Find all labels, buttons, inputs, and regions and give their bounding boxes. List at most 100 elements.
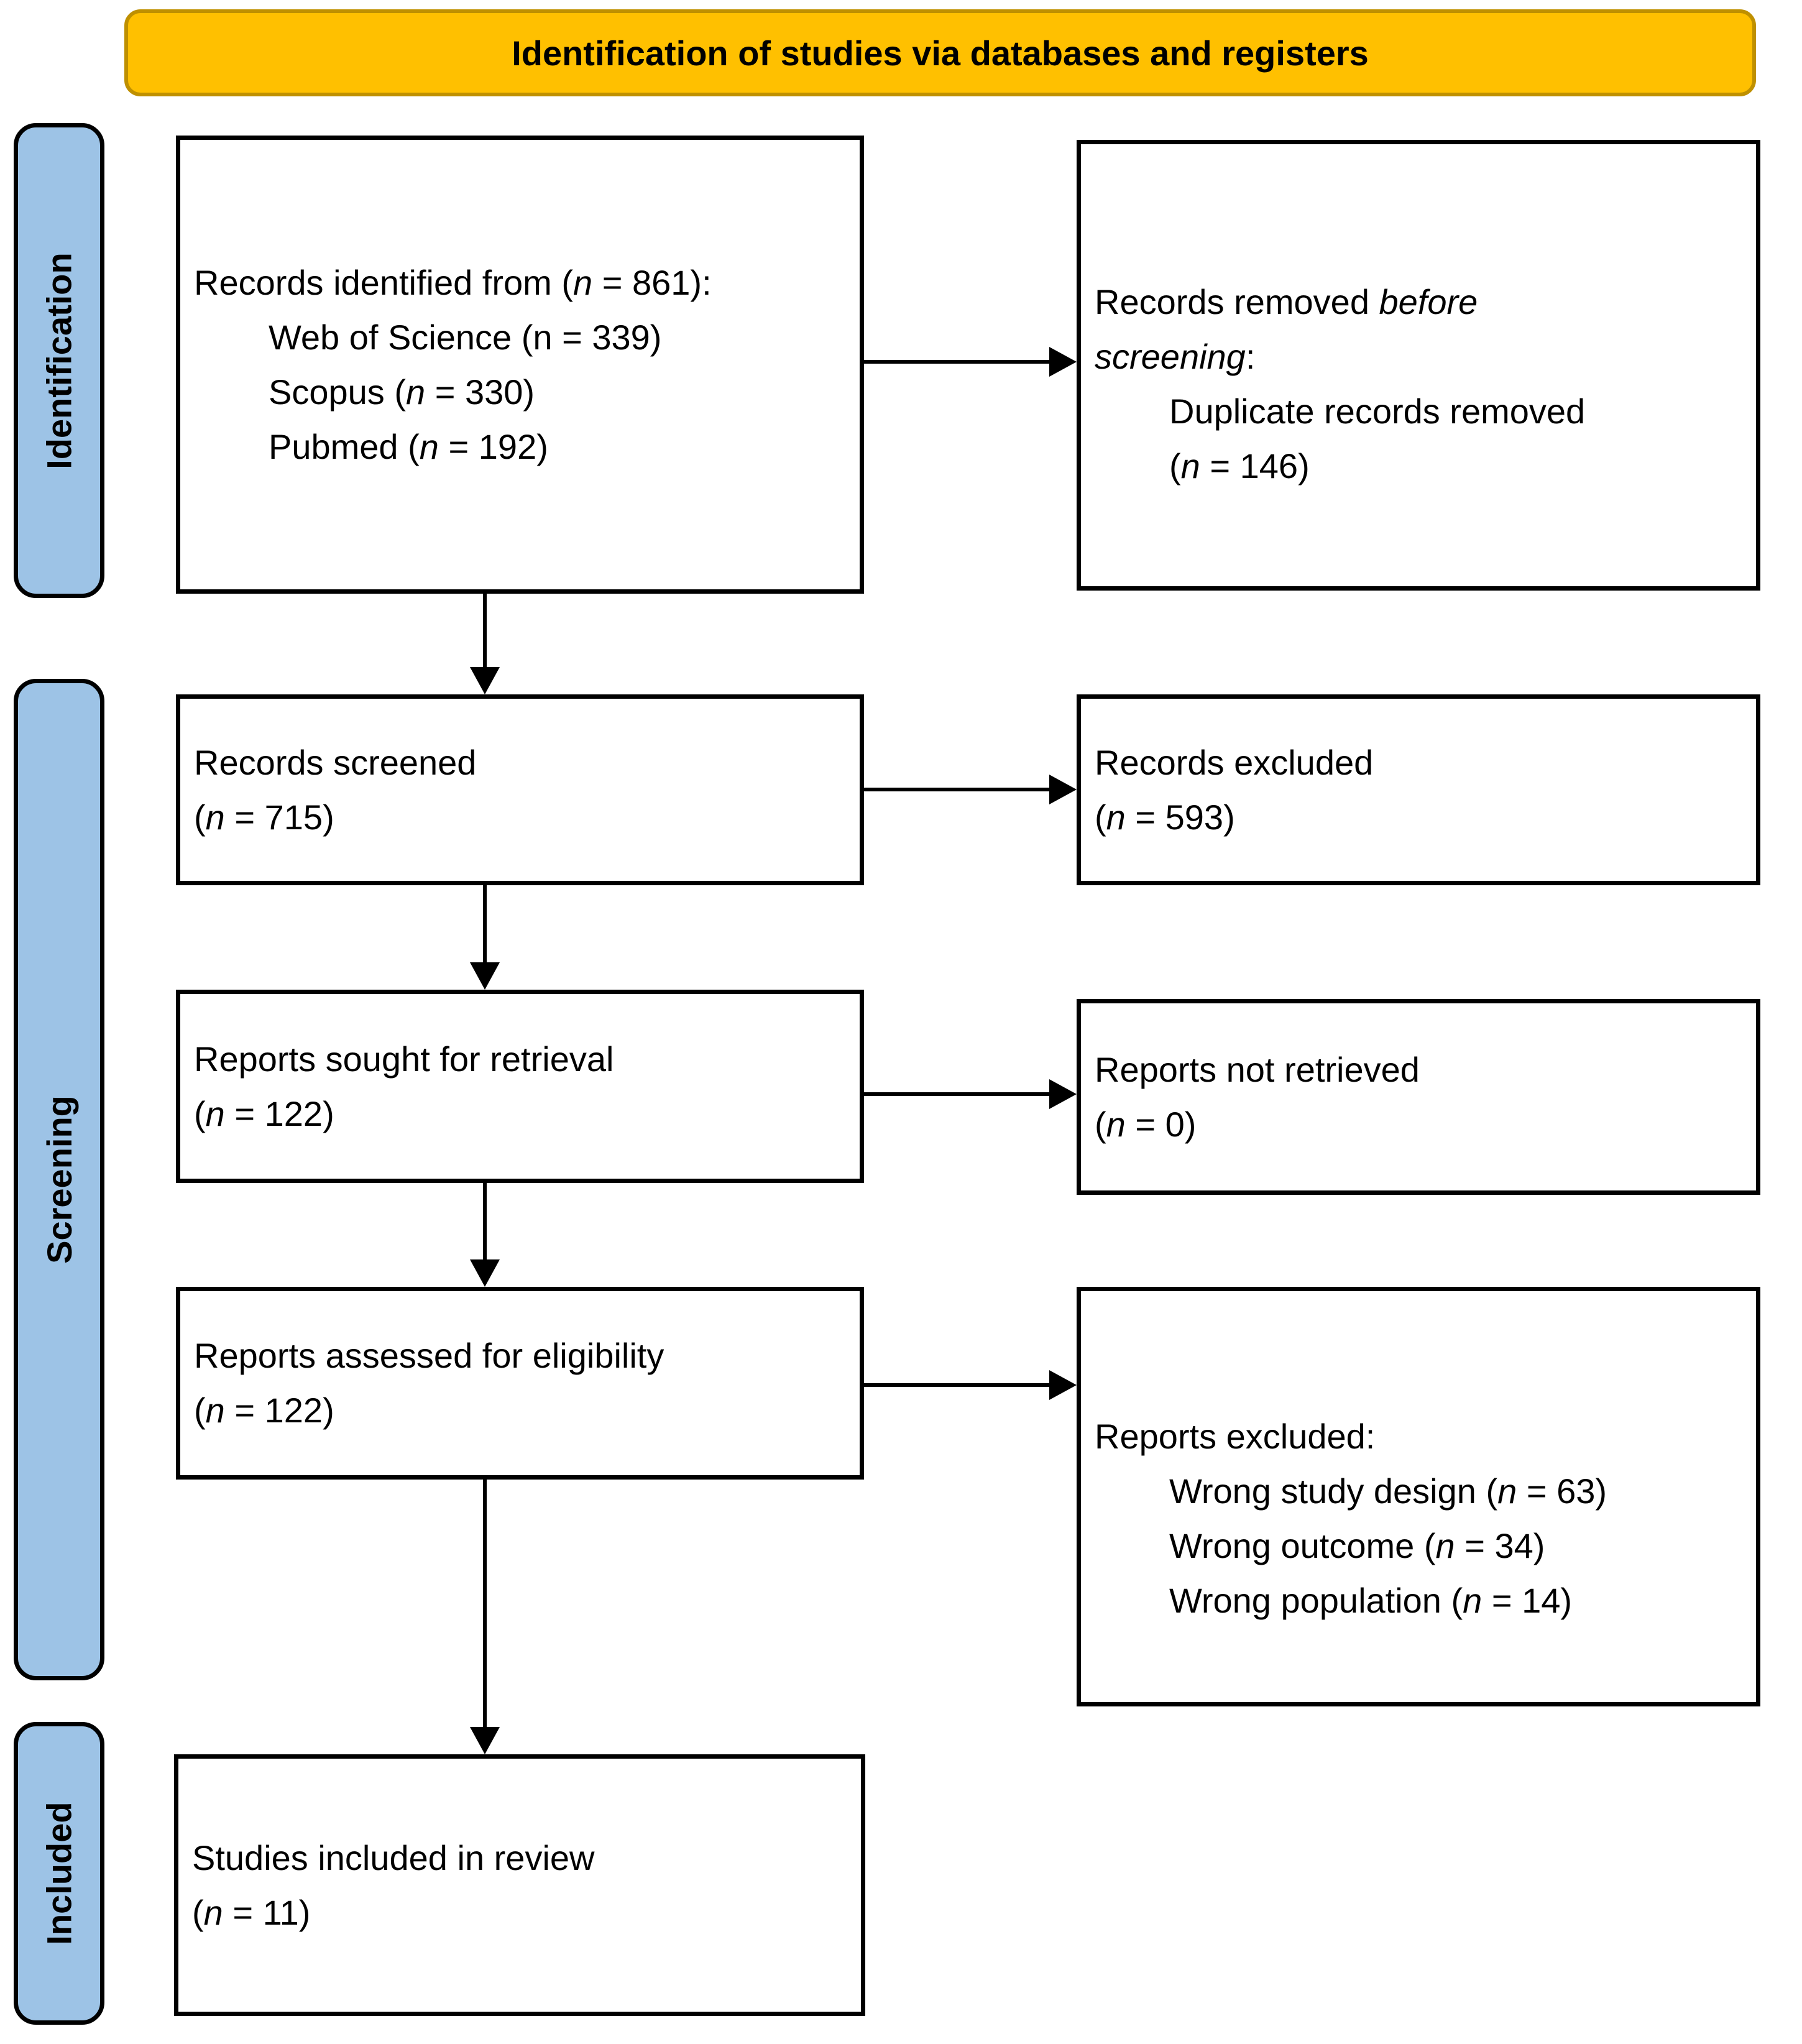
text-segment: n: [406, 372, 426, 412]
text-line: Reports excluded:: [1095, 1409, 1744, 1464]
text-line: Web of Science (n = 339): [194, 310, 847, 365]
text-line: (n = 715): [194, 790, 847, 845]
arrow-head-icon: [1049, 1079, 1077, 1109]
text-segment: = 63): [1517, 1471, 1607, 1511]
text-segment: = 192): [438, 426, 548, 466]
text-segment: (: [1095, 1104, 1106, 1144]
text-segment: = 14): [1482, 1580, 1573, 1620]
text-segment: :: [1245, 336, 1256, 376]
box-records-excluded: Records excluded (n = 593): [1077, 694, 1760, 885]
arrow-shaft: [483, 594, 487, 670]
text-segment: n: [573, 262, 593, 302]
text-segment: (: [194, 797, 206, 837]
box-reports-not-retrieved: Reports not retrieved (n = 0): [1077, 999, 1760, 1195]
box-reports-assessed-for-eligibility: Reports assessed for eligibility (n = 12…: [176, 1287, 864, 1480]
text-segment: screening: [1095, 336, 1246, 376]
box-reports-sought-for-retrieval: Reports sought for retrieval (n = 122): [176, 990, 864, 1183]
sidebar-stage-screening-label: Screening: [39, 1095, 79, 1264]
text-line: Wrong study design (n = 63): [1095, 1464, 1744, 1519]
arrow-identified-to-screened: [470, 594, 500, 694]
arrow-head-icon: [470, 667, 500, 694]
sidebar-stage-included: Included: [14, 1722, 104, 2025]
text-segment: = 715): [224, 797, 334, 837]
arrow-shaft: [864, 360, 1052, 364]
text-segment: = 122): [224, 1093, 334, 1133]
text-segment: Reports assessed for eligibility: [194, 1336, 664, 1375]
text-segment: Wrong study design (: [1169, 1471, 1498, 1511]
text-segment: Wrong population (: [1169, 1580, 1463, 1620]
box-reports-excluded: Reports excluded: Wrong study design (n …: [1077, 1287, 1760, 1706]
text-segment: Scopus (: [269, 372, 406, 412]
text-line: (n = 0): [1095, 1097, 1744, 1152]
text-segment: = 861):: [592, 262, 712, 302]
text-segment: n: [419, 426, 439, 466]
arrow-shaft: [864, 1383, 1052, 1387]
text-segment: = 330): [425, 372, 535, 412]
text-segment: = 146): [1200, 446, 1310, 486]
text-segment: n: [1106, 1104, 1126, 1144]
text-segment: = 593): [1125, 797, 1235, 837]
text-segment: = 34): [1455, 1526, 1545, 1565]
text-segment: (: [194, 1391, 206, 1430]
text-segment: = 122): [224, 1391, 334, 1430]
text-segment: n: [203, 1892, 223, 1932]
text-segment: Records excluded: [1095, 742, 1374, 782]
text-segment: Studies included in review: [192, 1838, 595, 1877]
arrow-head-icon: [1049, 1370, 1077, 1400]
text-line: Records identified from (n = 861):: [194, 255, 847, 310]
text-line: screening:: [1095, 329, 1744, 384]
text-line: (n = 593): [1095, 790, 1744, 845]
text-segment: Reports sought for retrieval: [194, 1039, 614, 1079]
sidebar-stage-identification-label: Identification: [39, 252, 79, 469]
text-segment: (: [192, 1892, 204, 1932]
text-segment: before: [1379, 282, 1478, 321]
box-studies-included-in-review: Studies included in review (n = 11): [174, 1754, 865, 2016]
text-segment: (: [194, 1093, 206, 1133]
text-segment: n: [205, 1093, 225, 1133]
text-segment: n: [205, 797, 225, 837]
text-line: Reports not retrieved: [1095, 1043, 1744, 1097]
arrow-head-icon: [470, 1259, 500, 1287]
text-line: Studies included in review: [192, 1831, 848, 1885]
arrow-assessed-to-reports-excluded: [864, 1370, 1077, 1400]
text-line: Records excluded: [1095, 735, 1744, 790]
arrow-head-icon: [470, 962, 500, 990]
text-segment: n: [1180, 446, 1200, 486]
text-line: Reports sought for retrieval: [194, 1032, 847, 1087]
arrow-assessed-to-included: [470, 1480, 500, 1754]
text-line: Scopus (n = 330): [194, 365, 847, 420]
text-segment: Reports not retrieved: [1095, 1049, 1420, 1089]
text-line: Wrong population (n = 14): [1095, 1573, 1744, 1628]
arrow-sought-to-assessed: [470, 1183, 500, 1287]
text-segment: Records screened: [194, 742, 477, 782]
text-segment: (: [1169, 446, 1181, 486]
arrow-shaft: [483, 1183, 487, 1262]
sidebar-stage-included-label: Included: [39, 1802, 79, 1945]
text-segment: Wrong outcome (: [1169, 1526, 1436, 1565]
text-line: (n = 122): [194, 1383, 847, 1438]
arrow-sought-to-not-retrieved: [864, 1079, 1077, 1109]
arrow-shaft: [483, 1480, 487, 1729]
text-segment: n: [1497, 1471, 1517, 1511]
arrow-head-icon: [470, 1727, 500, 1754]
text-line: Pubmed (n = 192): [194, 420, 847, 474]
banner-label: Identification of studies via databases …: [512, 33, 1369, 73]
text-line: Reports assessed for eligibility: [194, 1328, 847, 1383]
arrow-shaft: [864, 1092, 1052, 1096]
text-segment: = 11): [223, 1892, 311, 1932]
arrow-head-icon: [1049, 347, 1077, 377]
text-segment: n: [1435, 1526, 1455, 1565]
text-segment: Records identified from (: [194, 262, 574, 302]
arrow-screened-to-sought: [470, 885, 500, 990]
arrow-identified-to-removed: [864, 347, 1077, 377]
banner-identification-of-studies: Identification of studies via databases …: [124, 9, 1756, 96]
box-records-screened: Records screened (n = 715): [176, 694, 864, 885]
arrow-shaft: [864, 788, 1052, 791]
text-segment: n: [1463, 1580, 1483, 1620]
sidebar-stage-identification: Identification: [14, 123, 104, 598]
text-segment: n: [1106, 797, 1126, 837]
box-records-identified: Records identified from (n = 861): Web o…: [176, 136, 864, 594]
text-line: Records screened: [194, 735, 847, 790]
text-line: Records removed before: [1095, 275, 1744, 329]
